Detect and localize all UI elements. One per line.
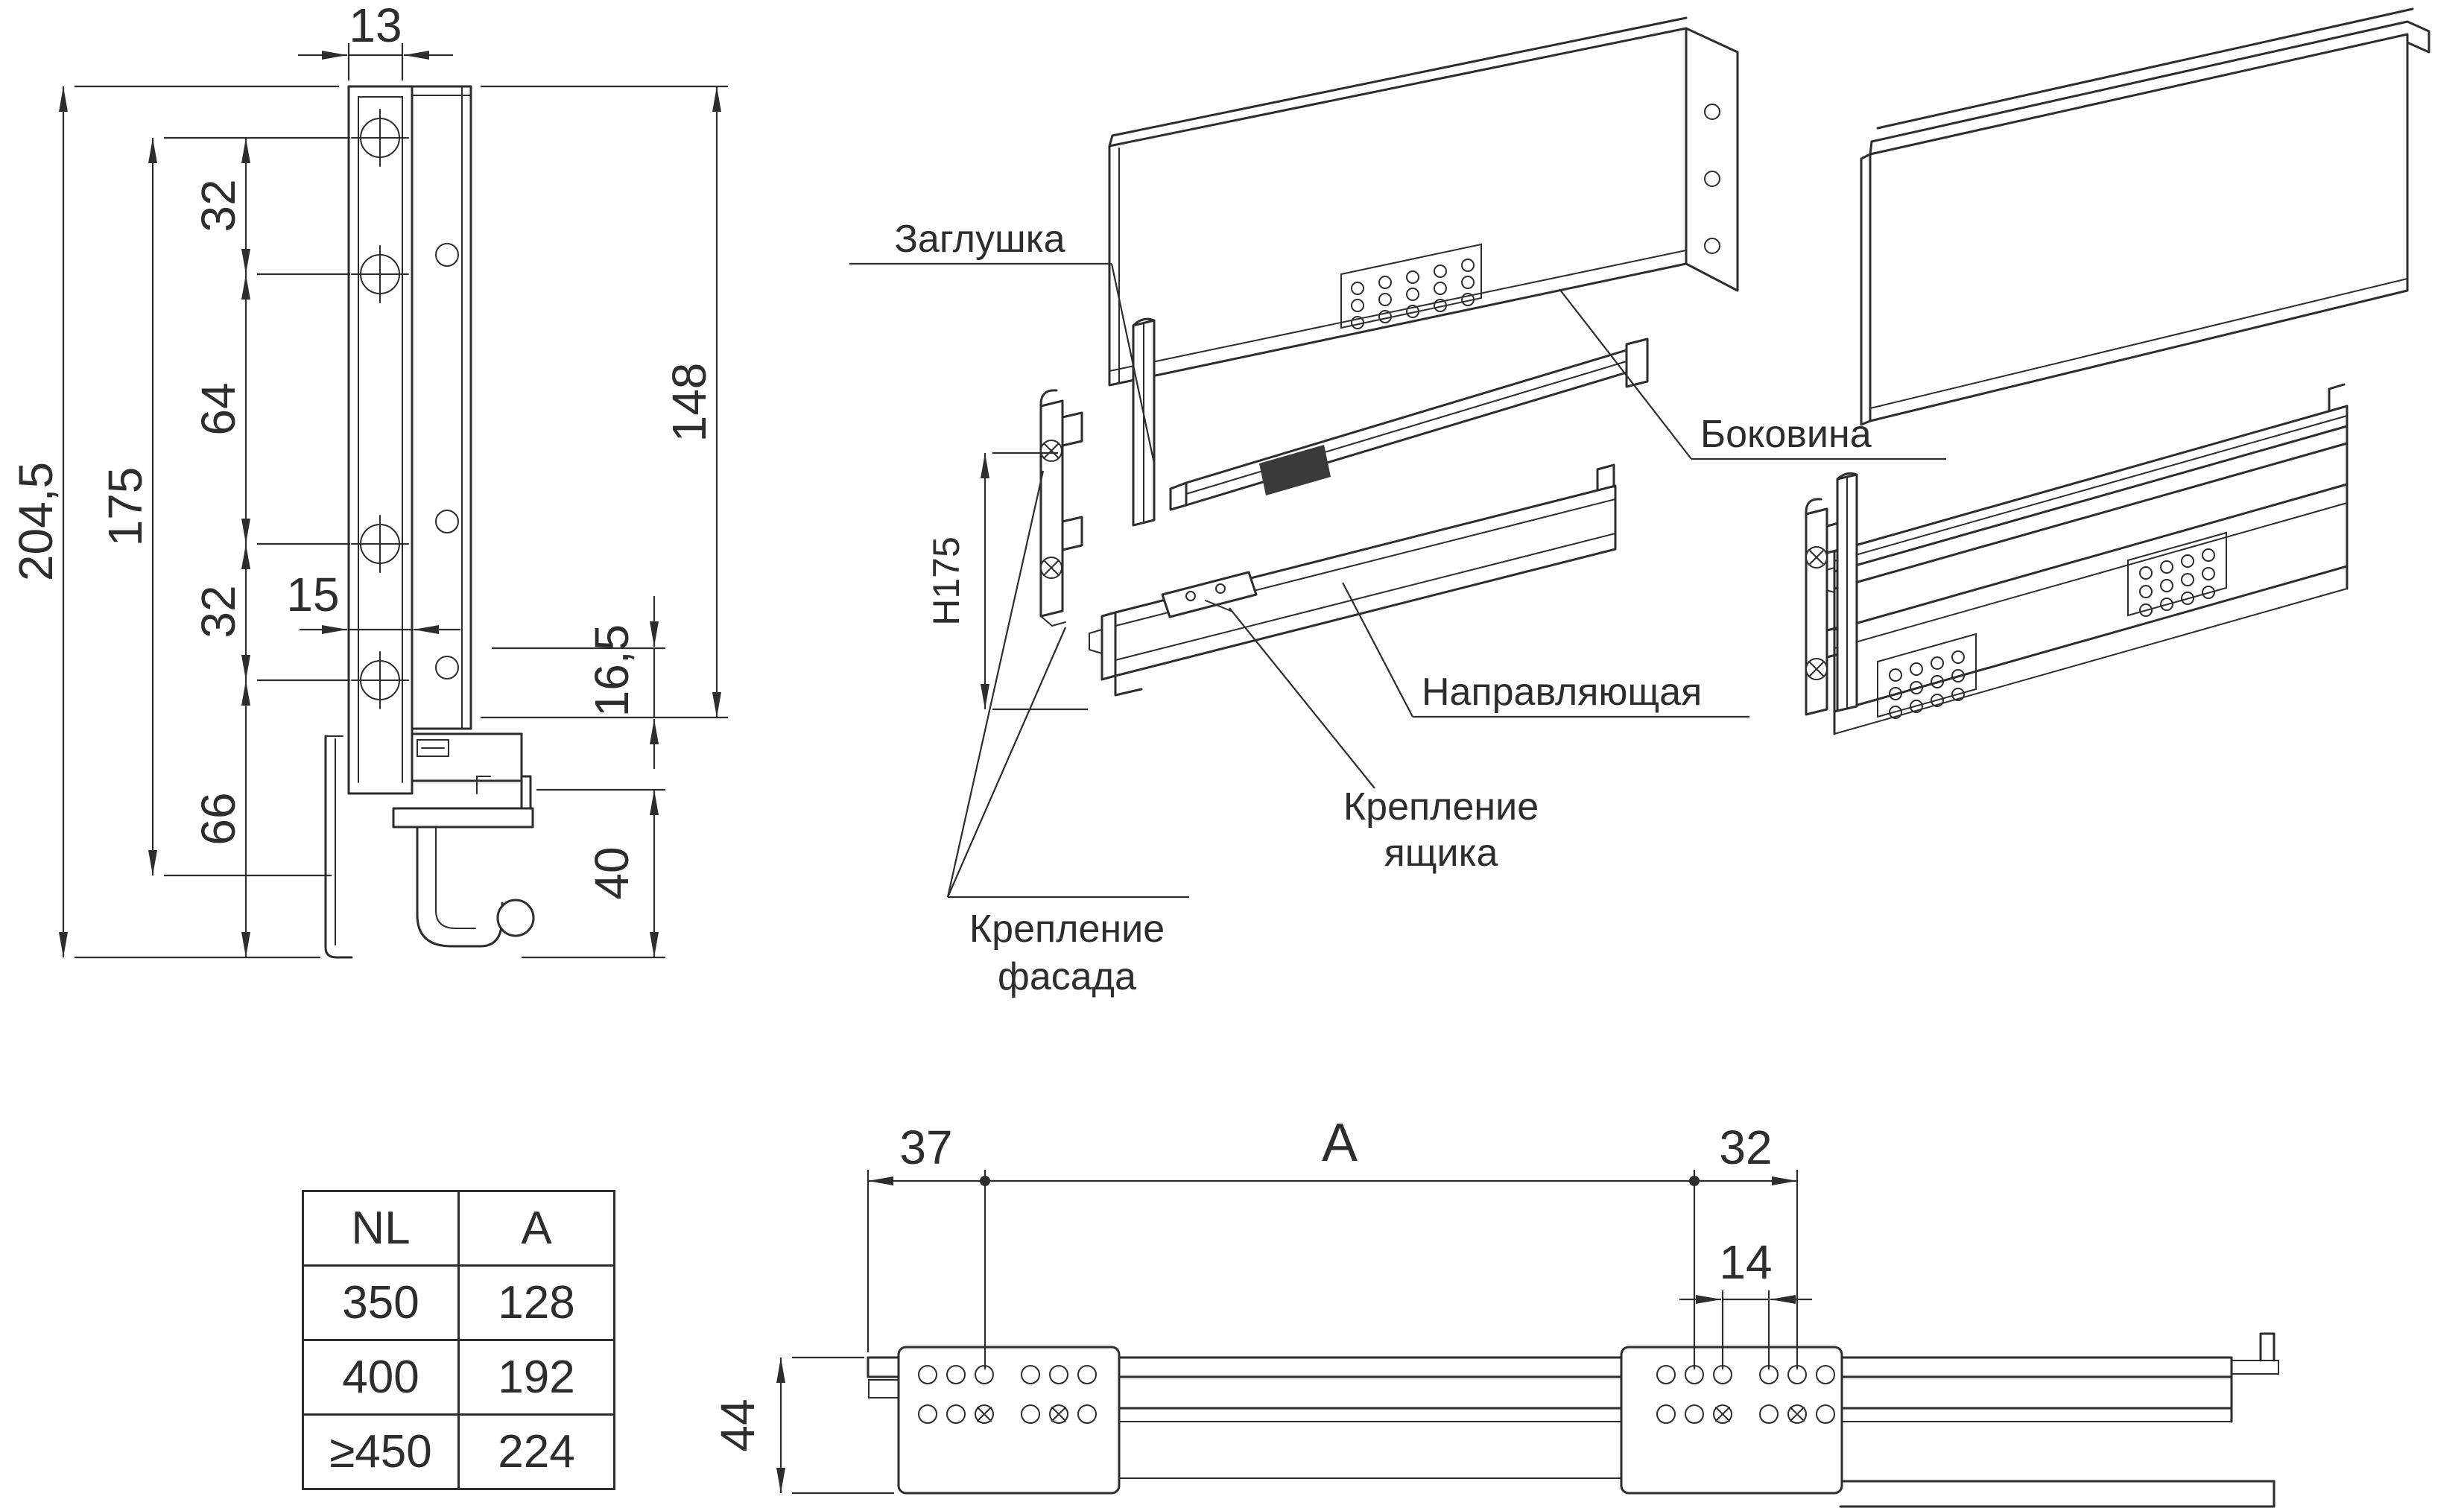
drawer-latch xyxy=(1161,571,1258,618)
size-table-cell-a: 128 xyxy=(457,1264,615,1341)
section-view: 13 204,5 175 32 64 32 66 xyxy=(9,0,728,959)
size-table: NL A 350 128 400 192 ≥450 224 xyxy=(302,1190,615,1490)
dim-32-rail: 32 xyxy=(1719,1121,1772,1174)
dim-204-5: 204,5 xyxy=(9,462,63,581)
dim-h175: H175 xyxy=(925,536,967,626)
assembled-view xyxy=(1805,7,2430,735)
exploded-view: H175 Заглушка Боковина Направляющая Креп… xyxy=(849,16,1946,998)
rail-dimensions: 37 A 32 14 44 xyxy=(711,1113,1812,1495)
front-fixing-bracket xyxy=(1039,389,1083,627)
size-table-header-nl: NL xyxy=(302,1190,460,1267)
dim-15: 15 xyxy=(286,568,339,621)
dim-37: 37 xyxy=(899,1121,952,1174)
size-table-cell-nl: 350 xyxy=(302,1264,460,1341)
screw-holes xyxy=(351,109,459,709)
size-table-row: 400 192 xyxy=(302,1339,615,1416)
callout-labels: Заглушка Боковина Направляющая Крепление… xyxy=(849,218,1946,998)
size-table-cell-a: 224 xyxy=(457,1413,615,1490)
label-cap: Заглушка xyxy=(894,218,1065,261)
rail-end-hook xyxy=(2259,1332,2275,1362)
hole-grid-plate xyxy=(1340,243,1482,329)
size-table-cell-nl: 400 xyxy=(302,1339,460,1416)
dim-148: 148 xyxy=(662,363,716,443)
size-table-cell-a: 192 xyxy=(457,1339,615,1416)
assembled-rail xyxy=(1820,383,2349,735)
assembled-side-panel xyxy=(1869,33,2409,422)
label-drawer-mount-line1: Крепление xyxy=(1343,785,1539,829)
size-table-cell-nl: ≥450 xyxy=(302,1413,460,1490)
brand-badge xyxy=(1259,445,1331,495)
size-table-row: ≥450 224 xyxy=(302,1413,615,1490)
cabinet-rail xyxy=(1089,463,1617,697)
drawer-runner xyxy=(1169,338,1649,511)
label-front-mount-line1: Крепление xyxy=(969,907,1165,951)
cap-piece xyxy=(1132,317,1156,527)
front-bracket-hook xyxy=(324,735,535,959)
right-mount-plate xyxy=(1620,1346,1843,1495)
dim-175: 175 xyxy=(98,467,152,547)
dim-44: 44 xyxy=(711,1398,764,1451)
assembled-hole-grid-mid xyxy=(2127,531,2227,617)
side-profile-outline xyxy=(347,85,523,795)
dim-32-top: 32 xyxy=(191,179,245,232)
label-side-panel: Боковина xyxy=(1700,413,1872,456)
dim-a: A xyxy=(1322,1113,1358,1173)
rear-bracket xyxy=(1685,27,1739,292)
size-table-header-a: A xyxy=(457,1190,615,1267)
side-panel xyxy=(1108,16,1739,387)
label-drawer-mount-line2: ящика xyxy=(1384,831,1498,875)
label-front-mount-line2: фасада xyxy=(998,955,1136,998)
dim-32-bottom: 32 xyxy=(191,585,245,638)
section-dimensions: 13 204,5 175 32 64 32 66 xyxy=(9,0,728,959)
dim-13: 13 xyxy=(349,0,402,52)
rail-side-view: 37 A 32 14 44 xyxy=(711,1113,2279,1508)
dim-16-5: 16,5 xyxy=(585,624,639,718)
label-rail: Направляющая xyxy=(1422,671,1702,714)
size-table-row: 350 128 xyxy=(302,1264,615,1341)
assembled-front-bracket xyxy=(1805,472,1858,716)
dim-h175-group: H175 xyxy=(925,452,1088,711)
assembled-hole-grid-front xyxy=(1877,633,1977,719)
dim-64: 64 xyxy=(191,382,245,435)
dim-40: 40 xyxy=(585,846,639,899)
dim-14: 14 xyxy=(1719,1235,1772,1289)
dim-66: 66 xyxy=(191,792,245,845)
left-mount-plate xyxy=(897,1346,1121,1495)
size-table-header-row: NL A xyxy=(302,1190,615,1267)
